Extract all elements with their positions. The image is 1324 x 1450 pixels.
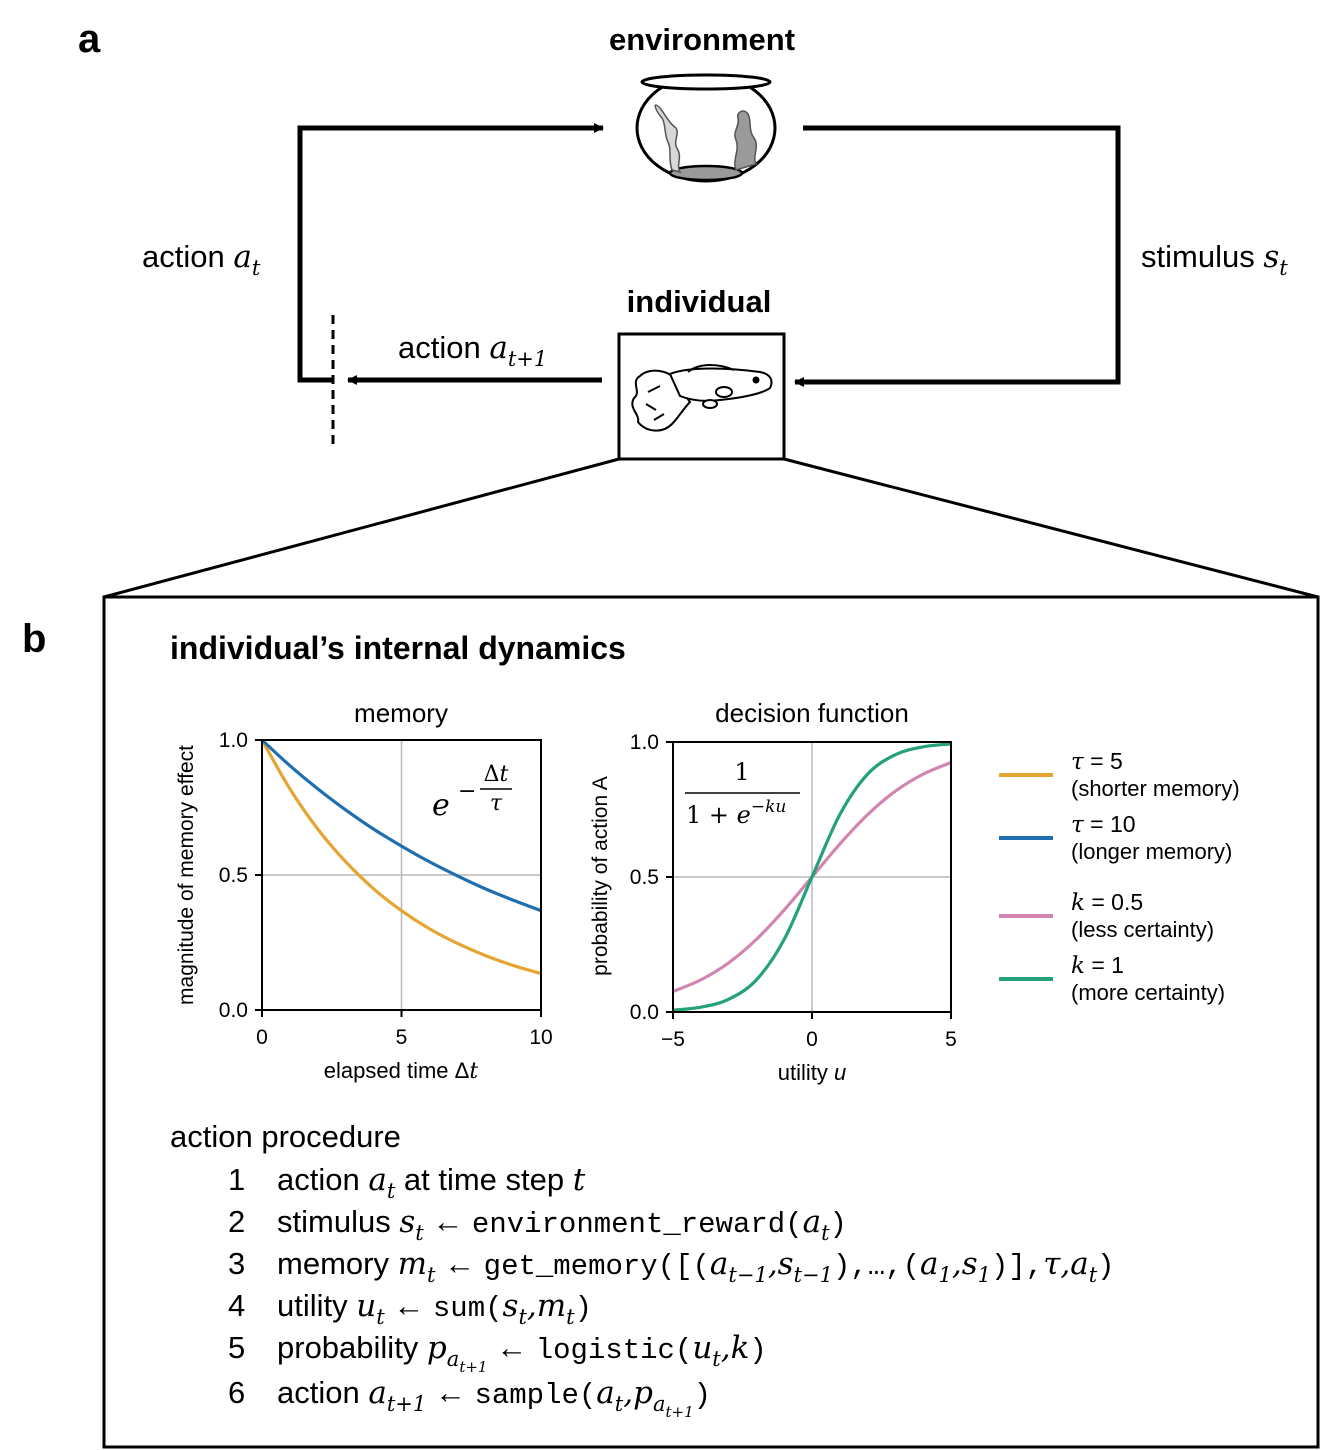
step-text: action at+1 ← sample(at,pat+1) [277,1375,711,1421]
step-text: memory mt ← get_memory([(at−1,st−1),…,(a… [277,1246,1115,1287]
step-number: 6 [228,1375,245,1410]
y-tick-label: 1.0 [219,729,248,752]
memory-chart: memory magnitude of memory effect elapse… [175,698,553,1084]
y-tick-label: 1.0 [630,731,659,754]
legend-desc: (less certainty) [1071,917,1214,942]
environment-label: environment [609,22,795,57]
memory-chart-ylabel: magnitude of memory effect [175,745,198,1005]
panel-b-frame [102,595,1320,1449]
procedure-steps: 1 action at at time step t 2 stimulus st… [228,1162,1115,1421]
x-tick-label: −5 [661,1028,685,1051]
panel-b-letter: b [22,617,46,661]
legend-param: τ = 10 [1071,811,1136,838]
legend-desc: (more certainty) [1071,980,1225,1005]
decision-chart-ylabel: probability of action A [589,776,612,976]
svg-text:τ: τ [490,791,503,816]
chart-legend: τ = 5(shorter memory) τ = 10(longer memor… [999,748,1240,1005]
series-line-1 [260,739,542,976]
procedure-step: 5 probability pat+1 ← logistic(ut,k) [228,1330,767,1376]
x-tick-label: 0 [806,1028,818,1051]
zoom-line-left [103,457,620,599]
procedure-step: 1 action at at time step t [228,1162,586,1203]
legend-param: k = 1 [1071,952,1124,979]
memory-formula: e − Δt τ [432,762,512,823]
step-text: utility ut ← sum(st,mt) [277,1288,592,1329]
decision-chart: decision function probability of action … [589,698,957,1085]
feedback-loop [297,123,1121,387]
legend-param: τ = 5 [1071,748,1123,775]
step-text: action at at time step t [277,1162,586,1203]
series-line-2 [672,742,952,1012]
procedure-title: action procedure [170,1119,401,1154]
legend-desc: (shorter memory) [1071,776,1240,801]
y-tick-label: 0.5 [630,866,659,889]
step-number: 4 [228,1288,245,1323]
svg-text:1 + e−ku: 1 + e−ku [686,797,786,829]
procedure-step: 3 memory mt ← get_memory([(at−1,st−1),…,… [228,1246,1115,1287]
svg-text:Δt: Δt [484,762,509,787]
svg-text:1: 1 [734,758,749,786]
legend-desc: (longer memory) [1071,839,1232,864]
zoom-line-right [783,457,1319,599]
panel-a-letter: a [78,17,101,61]
x-tick-label: 0 [256,1026,268,1049]
legend-param: k = 0.5 [1071,889,1143,916]
step-number: 3 [228,1246,245,1281]
procedure-step: 2 stimulus st ← environment_reward(at) [228,1204,847,1245]
svg-text:e: e [432,788,450,823]
stimulus-arrow [794,125,1121,387]
step-number: 1 [228,1162,245,1197]
step-number: 5 [228,1330,245,1365]
procedure-step: 6 action at+1 ← sample(at,pat+1) [228,1375,711,1421]
x-tick-label: 5 [945,1028,957,1051]
series-line-2 [260,738,542,913]
y-tick-label: 0.0 [630,1001,659,1024]
y-tick-label: 0.0 [219,999,248,1022]
step-text: stimulus st ← environment_reward(at) [277,1204,847,1245]
next-action-label: action at+1 [398,330,547,371]
memory-chart-xlabel: elapsed time Δt [324,1058,479,1084]
svg-text:−: − [458,779,476,804]
step-number: 2 [228,1204,245,1239]
individual-label: individual [627,284,772,319]
logistic-formula: 1 1 + e−ku [685,758,800,829]
stimulus-label: stimulus st [1141,239,1288,280]
x-tick-label: 10 [529,1026,552,1049]
x-tick-label: 5 [396,1026,408,1049]
y-tick-label: 0.5 [219,864,248,887]
fishbowl-icon [635,73,777,183]
step-text: probability pat+1 ← logistic(ut,k) [277,1330,767,1376]
decision-chart-title: decision function [715,698,909,728]
panel-b-title: individual’s internal dynamics [170,630,626,666]
fish-icon [631,364,773,432]
action-label: action at [142,239,261,280]
decision-chart-xlabel: utility u [778,1060,847,1085]
action-arrow [297,123,604,383]
memory-chart-title: memory [354,698,448,728]
procedure-step: 4 utility ut ← sum(st,mt) [228,1288,592,1329]
